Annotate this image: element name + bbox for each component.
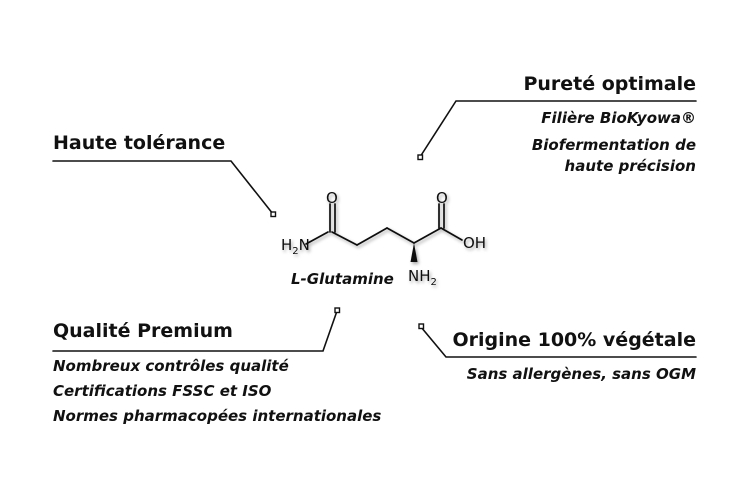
- feature-title-qualite: Qualité Premium: [53, 320, 233, 342]
- leader-end-purete: [417, 154, 424, 161]
- feature-line-purete-3: haute précision: [564, 157, 696, 175]
- feature-line-purete-2: Biofermentation de: [531, 136, 696, 154]
- molecule-name: L-Glutamine: [291, 270, 394, 288]
- feature-line-qualite-2: Certifications FSSC et ISO: [53, 382, 272, 400]
- bond-c4-c5: [413, 227, 442, 244]
- feature-title-tolerance: Haute tolérance: [53, 132, 226, 154]
- bond-c2-c3: [356, 227, 388, 246]
- feature-line-qualite-1: Nombreux contrôles qualité: [53, 357, 289, 375]
- bond-c3-c4: [386, 227, 415, 244]
- feature-line-purete-1: Filière BioKyowa®: [541, 109, 696, 127]
- feature-line-qualite-3: Normes pharmacopées internationales: [53, 407, 382, 425]
- bond-c5-oh: [440, 227, 463, 241]
- atom-o-right: O: [436, 189, 448, 207]
- leader-end-qualite: [334, 307, 341, 314]
- leader-origine: [420, 326, 697, 358]
- wedge-bond-nh2: [410, 243, 418, 262]
- bond-n-c1: [305, 231, 329, 245]
- feature-title-purete: Pureté optimale: [523, 73, 696, 95]
- leader-qualite: [52, 310, 338, 352]
- feature-line-origine-1: Sans allergènes, sans OGM: [466, 365, 696, 383]
- leader-end-origine: [418, 323, 425, 330]
- atom-o-left: O: [326, 189, 338, 207]
- leader-purete: [419, 100, 697, 158]
- feature-title-origine: Origine 100% végétale: [452, 329, 696, 351]
- bond-c1-c2: [331, 231, 358, 246]
- leader-tolerance: [52, 160, 274, 215]
- leader-end-tolerance: [270, 211, 277, 218]
- atom-oh: OH: [463, 234, 486, 252]
- atom-h2n: H2N: [281, 236, 310, 257]
- atom-nh2: NH2: [408, 267, 437, 288]
